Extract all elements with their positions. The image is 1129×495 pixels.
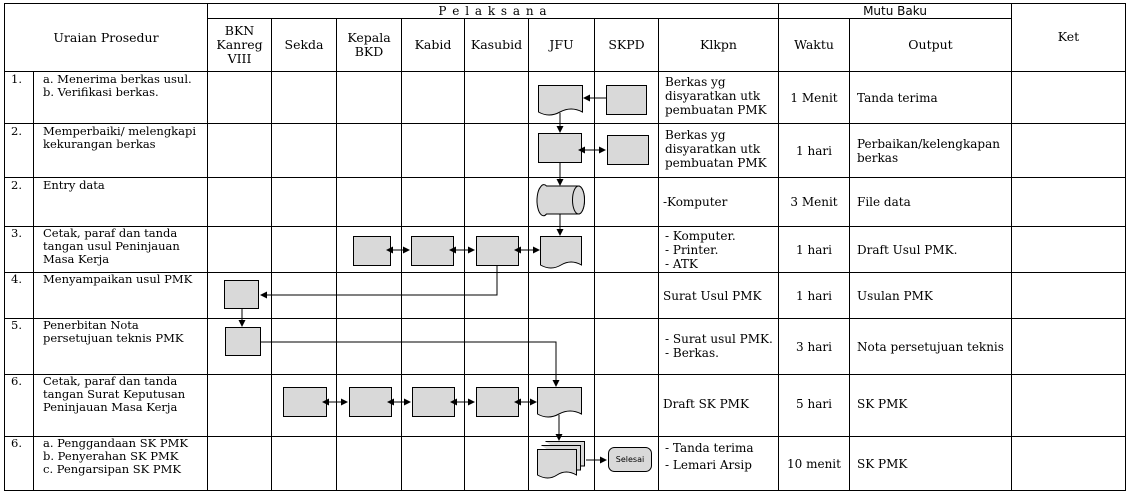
klkpn-text: Draft SK PMK [663, 397, 749, 411]
uraian-text: Menyampaikan usul PMK [43, 272, 193, 286]
waktu-value: 3 hari [796, 339, 832, 354]
waktu-value: 1 hari [796, 143, 832, 158]
header-output: Output [908, 37, 953, 52]
waktu-value: 1 Menit [790, 90, 838, 105]
klkpn-text: - Komputer. - Printer. - ATK [665, 229, 736, 271]
output-value: SK PMK [857, 456, 908, 471]
uraian-text: Cetak, paraf dan tanda tangan Surat Kepu… [43, 374, 186, 414]
process-box [538, 133, 582, 163]
uraian-text: a. Menerima berkas usul. b. Verifikasi b… [43, 72, 192, 99]
output-value: Draft Usul PMK. [857, 242, 958, 257]
uraian-text: Entry data [43, 178, 105, 192]
output-value: SK PMK [857, 397, 908, 411]
header-jfu: JFU [549, 37, 574, 52]
header-ket: Ket [1057, 29, 1080, 44]
process-box [353, 236, 391, 266]
uraian-text: Cetak, paraf dan tanda tangan usul Penin… [43, 226, 180, 266]
row-number: 6. [11, 436, 22, 450]
row-number: 2. [11, 178, 22, 192]
document-shape [540, 236, 582, 269]
table-row: 6. Cetak, paraf dan tanda tangan Surat K… [5, 375, 1125, 436]
process-box [607, 135, 649, 165]
table-row: 3. Cetak, paraf dan tanda tangan usul Pe… [5, 227, 1125, 272]
uraian-text: Penerbitan Nota persetujuan teknis PMK [43, 318, 184, 345]
process-box [476, 387, 519, 417]
header-waktu: Waktu [794, 37, 834, 52]
process-box [225, 327, 261, 356]
process-box [224, 280, 259, 309]
uraian-text: Memperbaiki/ melengkapi kekurangan berka… [43, 124, 197, 151]
table-row: 6. a. Penggandaan SK PMK b. Penyerahan S… [5, 437, 1125, 490]
process-box [283, 387, 327, 417]
document-shape [537, 387, 582, 418]
row-number: 6. [11, 374, 22, 388]
process-box [412, 387, 455, 417]
header-kepala-bkd: Kepala BKD [347, 30, 391, 59]
header-mutu-baku: Mutu Baku [863, 4, 927, 18]
header-klkpn: Klkpn [700, 37, 737, 52]
row-number: 4. [11, 272, 22, 286]
row-number: 5. [11, 318, 22, 332]
klkpn-text: - Surat usul PMK. - Berkas. [665, 332, 773, 360]
table-row: 4. Menyampaikan usul PMK Surat Usul PMK … [5, 273, 1125, 318]
waktu-value: 3 Menit [790, 195, 838, 209]
header-kasubid: Kasubid [470, 37, 523, 52]
table-row: 1. a. Menerima berkas usul. b. Verifikas… [5, 72, 1125, 123]
waktu-value: 1 hari [796, 288, 832, 303]
waktu-value: 10 menit [787, 456, 841, 471]
output-value: Perbaikan/kelengkapan berkas [857, 136, 1000, 165]
terminator-label: Selesai [615, 455, 645, 464]
row-number: 3. [11, 226, 22, 240]
table-row: 2. Entry data -Komputer 3 Menit File dat… [5, 178, 1125, 226]
klkpn-text: Surat Usul PMK [663, 288, 762, 303]
terminator-shape [608, 447, 652, 472]
klkpn-text: Berkas yg disyaratkan utk pembuatan PMK [665, 128, 767, 170]
header-skpd: SKPD [608, 37, 645, 52]
header-bkn-kanreg: BKN Kanreg VIII [216, 23, 263, 66]
document-shape [538, 85, 583, 116]
klkpn-text: Berkas yg disyaratkan utk pembuatan PMK [665, 75, 767, 117]
output-value: Tanda terima [857, 90, 938, 105]
uraian-text: a. Penggandaan SK PMK b. Penyerahan SK P… [43, 436, 188, 476]
table-row: 5. Penerbitan Nota persetujuan teknis PM… [5, 319, 1125, 374]
header-sekda: Sekda [284, 37, 324, 52]
output-value: File data [857, 195, 911, 209]
process-box [606, 85, 647, 115]
process-box [476, 236, 519, 266]
header-pelaksana: P e l a k s a n a [438, 4, 548, 18]
output-value: Nota persetujuan teknis [857, 339, 1004, 354]
waktu-value: 1 hari [796, 242, 832, 257]
header-kabid: Kabid [414, 37, 452, 52]
klkpn-text: - Tanda terima - Lemari Arsip [665, 441, 754, 472]
process-box [411, 236, 454, 266]
klkpn-text: -Komputer [663, 195, 728, 209]
waktu-value: 5 hari [796, 397, 832, 411]
table-row: 2. Memperbaiki/ melengkapi kekurangan be… [5, 124, 1125, 177]
row-number: 1. [11, 72, 22, 86]
output-value: Usulan PMK [857, 288, 933, 303]
header-uraian-prosedur: Uraian Prosedur [53, 29, 159, 45]
row-number: 2. [11, 124, 22, 138]
process-box [349, 387, 392, 417]
